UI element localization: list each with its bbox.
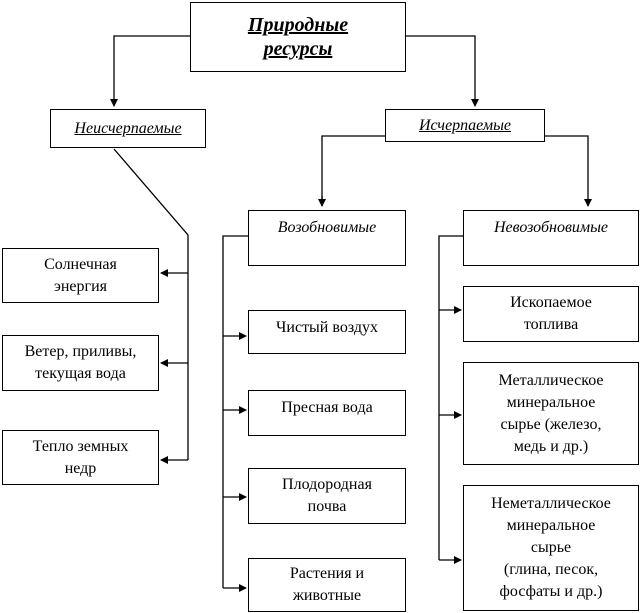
item-metallic-minerals: Металлическое минеральное сырье (железо,…	[463, 362, 639, 465]
item-fertile-soil: Плодородная почва	[248, 468, 406, 524]
subcategory-renewable: Возобновимые	[248, 210, 406, 266]
item-earth-heat: Тепло земных недр	[2, 430, 159, 485]
root-to-exhaustible-arrow	[405, 35, 479, 107]
item-clean-air: Чистый воздух	[248, 310, 406, 354]
subcategory-nonrenewable: Невозобновимые	[463, 210, 639, 266]
category-inexhaustible: Неисчерпаемые	[50, 109, 206, 148]
item-solar-energy: Солнечная энергия	[2, 248, 159, 303]
item-fossil-fuels: Ископаемое топлива	[463, 286, 639, 342]
item-fresh-water: Пресная вода	[248, 390, 406, 436]
root-node: Природные ресурсы	[190, 2, 406, 72]
nonrenewable-bus-line	[438, 235, 463, 560]
exhaustible-to-nonrenewable-arrow	[545, 135, 592, 207]
root-to-inexhaustible-arrow	[110, 35, 190, 107]
exhaustible-split-line	[321, 135, 385, 206]
category-exhaustible: Исчерпаемые	[385, 109, 545, 142]
renewable-bus-line	[222, 235, 248, 588]
inexhaustible-diagonal-line	[113, 148, 189, 460]
item-wind-tides-water: Ветер, приливы, текущая вода	[2, 335, 159, 391]
item-plants-animals: Растения и животные	[248, 558, 406, 612]
item-nonmetallic-minerals: Неметаллическое минеральное сырье (глина…	[463, 485, 639, 611]
